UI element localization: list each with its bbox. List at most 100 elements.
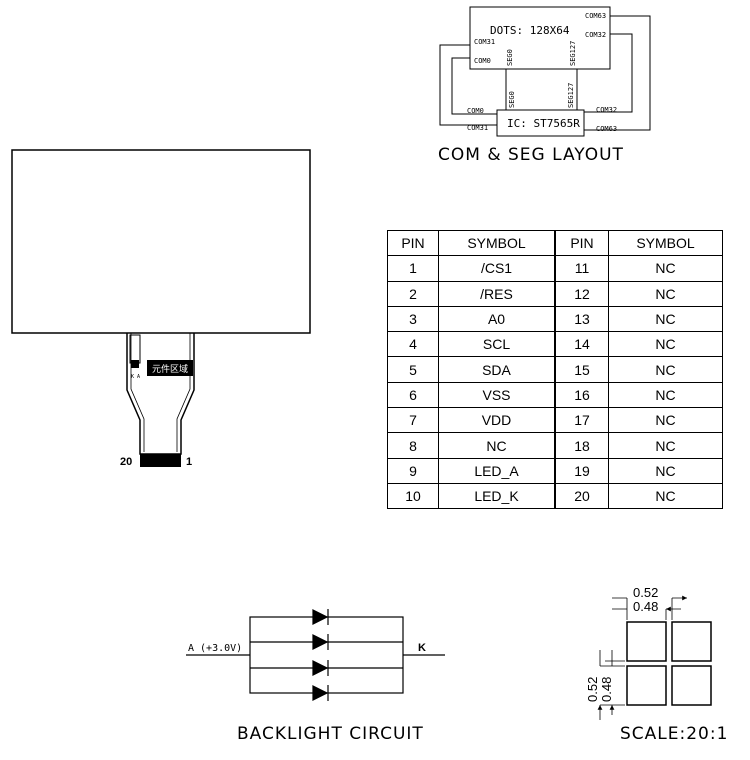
pin-table-header: PIN SYMBOL PIN SYMBOL [387, 229, 723, 257]
component-area-box [147, 360, 193, 376]
pin-number-2: 20 [554, 482, 609, 510]
pin-symbol-2: NC [608, 305, 723, 333]
backlight-caption: BACKLIGHT CIRCUIT [237, 724, 424, 744]
lcd-panel [11, 149, 311, 334]
ic-label: IC: ST7565R [507, 117, 580, 130]
pin-symbol: /RES [438, 280, 556, 307]
pin-number-2: 17 [554, 407, 609, 434]
led-row-lines [250, 641, 403, 669]
backlight-circuit [186, 616, 445, 694]
scale-dot-2 [671, 621, 712, 662]
dots-label: DOTS: 128X64 [490, 24, 570, 37]
header-symbol: SYMBOL [438, 229, 556, 257]
fpc-tail [126, 333, 195, 455]
pin-number-2: 13 [554, 305, 609, 333]
pin-number-2: 15 [554, 356, 609, 383]
pin-symbol: /CS1 [438, 255, 556, 282]
com31-left-label: COM31 [474, 38, 495, 46]
com-seg-caption: COM & SEG LAYOUT [438, 145, 624, 165]
scale-dot-1 [626, 621, 667, 662]
seg127-bottom-label: SEG127 [567, 83, 575, 108]
pin-symbol: VDD [438, 407, 556, 434]
pin-symbol-2: NC [608, 280, 723, 307]
pin-number: 2 [387, 280, 439, 307]
pin-symbol: LED_K [438, 482, 556, 510]
com0-bottom-label: COM0 [467, 107, 484, 115]
anode-label: A (+3.0V) [188, 643, 242, 654]
ka-label: K A [131, 374, 140, 380]
pin-1-label: 1 [186, 456, 192, 468]
lcd-dots-box [469, 6, 611, 70]
scale-caption: SCALE:20:1 [620, 724, 729, 744]
component-area-label: 元件区域 [152, 363, 188, 375]
pin-number: 5 [387, 356, 439, 383]
pin-20-label: 20 [120, 456, 132, 468]
dim-inner-label: 0.48 [633, 599, 658, 614]
led-diodes [312, 609, 329, 701]
pin-symbol: NC [438, 432, 556, 459]
pin-number-2: 14 [554, 331, 609, 358]
scale-dimension-lines [600, 598, 687, 720]
seg0-bottom-label: SEG0 [508, 91, 516, 108]
dim-inner-v-label: 0.48 [599, 677, 614, 702]
scale-dot-4 [671, 665, 712, 706]
pin-number-2: 18 [554, 432, 609, 459]
pin-number: 6 [387, 381, 439, 409]
pin-number-2: 16 [554, 381, 609, 409]
pin-symbol-2: NC [608, 482, 723, 510]
pin-number: 7 [387, 407, 439, 434]
lcd-module-outline [11, 149, 311, 455]
cathode-label: K [418, 642, 426, 654]
seg-wires [505, 69, 578, 110]
pin-symbol: SDA [438, 356, 556, 383]
com32-top-label: COM32 [585, 31, 606, 39]
ka-pad [129, 334, 141, 364]
ic-box [496, 109, 585, 137]
pin-number-2: 11 [554, 255, 609, 282]
pin-number-2: 19 [554, 457, 609, 484]
pin-number-2: 12 [554, 280, 609, 307]
com-left-wires [439, 44, 497, 126]
pin-number: 9 [387, 457, 439, 484]
seg127-top-label: SEG127 [569, 41, 577, 66]
fpc-connector-pins [140, 454, 181, 467]
pin-number: 8 [387, 432, 439, 459]
led-diode-1 [312, 609, 329, 625]
pin-symbol-2: NC [608, 255, 723, 282]
pin-number: 10 [387, 482, 439, 510]
led-diode-4 [312, 685, 329, 701]
seg0-top-label: SEG0 [506, 49, 514, 66]
com32-bottom-label: COM32 [596, 106, 617, 114]
com-seg-layout-diagram [439, 6, 651, 137]
led-diode-2 [312, 634, 329, 650]
led-bus [249, 616, 404, 694]
com63-top-label: COM63 [585, 12, 606, 20]
pin-symbol: VSS [438, 381, 556, 409]
pin-symbol-2: NC [608, 457, 723, 484]
pin-symbol: SCL [438, 331, 556, 358]
pin-symbol-2: NC [608, 407, 723, 434]
ka-pad-fill [131, 360, 139, 368]
pin-symbol-2: NC [608, 381, 723, 409]
com0-left-label: COM0 [474, 57, 491, 65]
header-symbol-2: SYMBOL [608, 229, 723, 257]
pin-number: 1 [387, 255, 439, 282]
com63-bottom-label: COM63 [596, 125, 617, 133]
pin-symbol: A0 [438, 305, 556, 333]
header-pin: PIN [387, 229, 439, 257]
led-diode-3 [312, 660, 329, 676]
pin-symbol-2: NC [608, 356, 723, 383]
com31-bottom-label: COM31 [467, 124, 488, 132]
pin-symbol: LED_A [438, 457, 556, 484]
